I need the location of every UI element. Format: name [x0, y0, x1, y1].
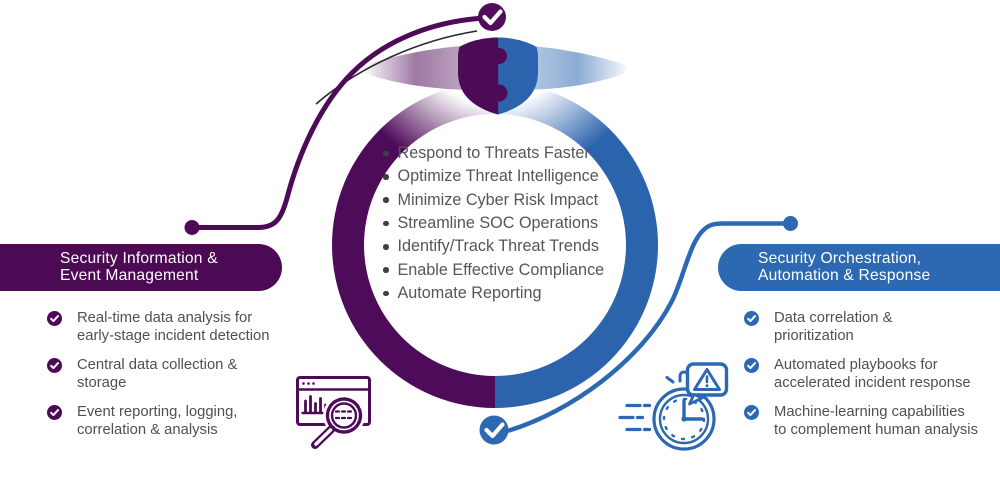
siem-title-line2: Event Management	[60, 266, 199, 284]
check-circle-icon	[47, 405, 62, 420]
soar-title-line2: Automation & Response	[758, 266, 931, 284]
siem-header-pill: Security Information & Event Management	[0, 244, 282, 291]
list-item-text: Automated playbooks for accelerated inci…	[774, 357, 971, 391]
bullet-dot	[383, 197, 389, 203]
soar-title-line1: Security Orchestration,	[758, 250, 922, 267]
benefit-item: Optimize Threat Intelligence	[383, 165, 604, 188]
bullet-dot	[383, 290, 389, 297]
list-item: Machine-learning capabilities to complem…	[744, 404, 978, 439]
bullet-dot	[383, 150, 389, 157]
thin-accent-line	[315, 30, 478, 105]
soar-ring-segment	[495, 82, 658, 408]
siem-ring-segment	[332, 82, 495, 408]
soar-header-pill: Security Orchestration, Automation & Res…	[718, 244, 1000, 291]
check-circle-icon	[47, 358, 62, 373]
check-circle-icon	[744, 311, 759, 326]
bullet-dot	[383, 244, 389, 250]
benefit-item: Streamline SOC Operations	[383, 212, 604, 235]
list-item: Event reporting, logging, correlation & …	[47, 404, 269, 439]
list-item: Automated playbooks for accelerated inci…	[744, 357, 978, 392]
list-item-text: Event reporting, logging, correlation & …	[77, 404, 238, 438]
connector-line-right	[506, 216, 798, 433]
benefit-item: Automate Reporting	[383, 282, 604, 305]
bullet-dot	[383, 174, 389, 180]
center-ring	[332, 82, 658, 408]
benefit-item: Minimize Cyber Risk Impact	[383, 189, 604, 212]
stopwatch-alert-icon	[618, 362, 729, 451]
connector-dot-left	[184, 220, 200, 235]
siem-title-line1: Security Information &	[60, 250, 218, 267]
magnifier-icon	[311, 397, 363, 449]
check-circle-icon	[744, 405, 759, 420]
check-circle-icon	[47, 311, 62, 326]
list-item-text: Machine-learning capabilities to complem…	[774, 404, 978, 438]
connector-dot-right	[783, 216, 798, 231]
list-item: Central data collection & storage	[47, 357, 269, 392]
list-item: Data correlation & prioritization	[744, 310, 978, 345]
clock-hands	[682, 398, 704, 421]
list-item: Real-time data analysis for early-stage …	[47, 310, 269, 345]
siem-feature-list: Real-time data analysis for early-stage …	[47, 310, 269, 439]
check-badge-top-icon	[478, 3, 506, 31]
warning-triangle-icon	[693, 368, 721, 391]
shield-puzzle-icon	[458, 37, 538, 115]
check-badge-bottom-icon	[479, 415, 509, 445]
speed-lines	[618, 403, 652, 432]
list-item-text: Real-time data analysis for early-stage …	[77, 310, 270, 344]
list-item-text: Data correlation & prioritization	[774, 310, 893, 344]
benefit-item: Enable Effective Compliance	[383, 258, 604, 281]
bar-chart	[304, 395, 327, 414]
list-item-text: Central data collection & storage	[77, 357, 238, 391]
shared-benefits-list: Respond to Threats Faster Optimize Threa…	[383, 142, 604, 305]
benefit-item: Identify/Track Threat Trends	[383, 235, 604, 258]
check-circle-icon	[744, 358, 759, 373]
connector-line-left	[184, 16, 481, 235]
bullet-dot	[383, 267, 389, 273]
benefit-item: Respond to Threats Faster	[383, 142, 604, 165]
soar-feature-list: Data correlation & prioritization Automa…	[744, 310, 978, 439]
bullet-dot	[383, 220, 389, 227]
log-analysis-browser-magnifier-icon	[296, 376, 371, 449]
